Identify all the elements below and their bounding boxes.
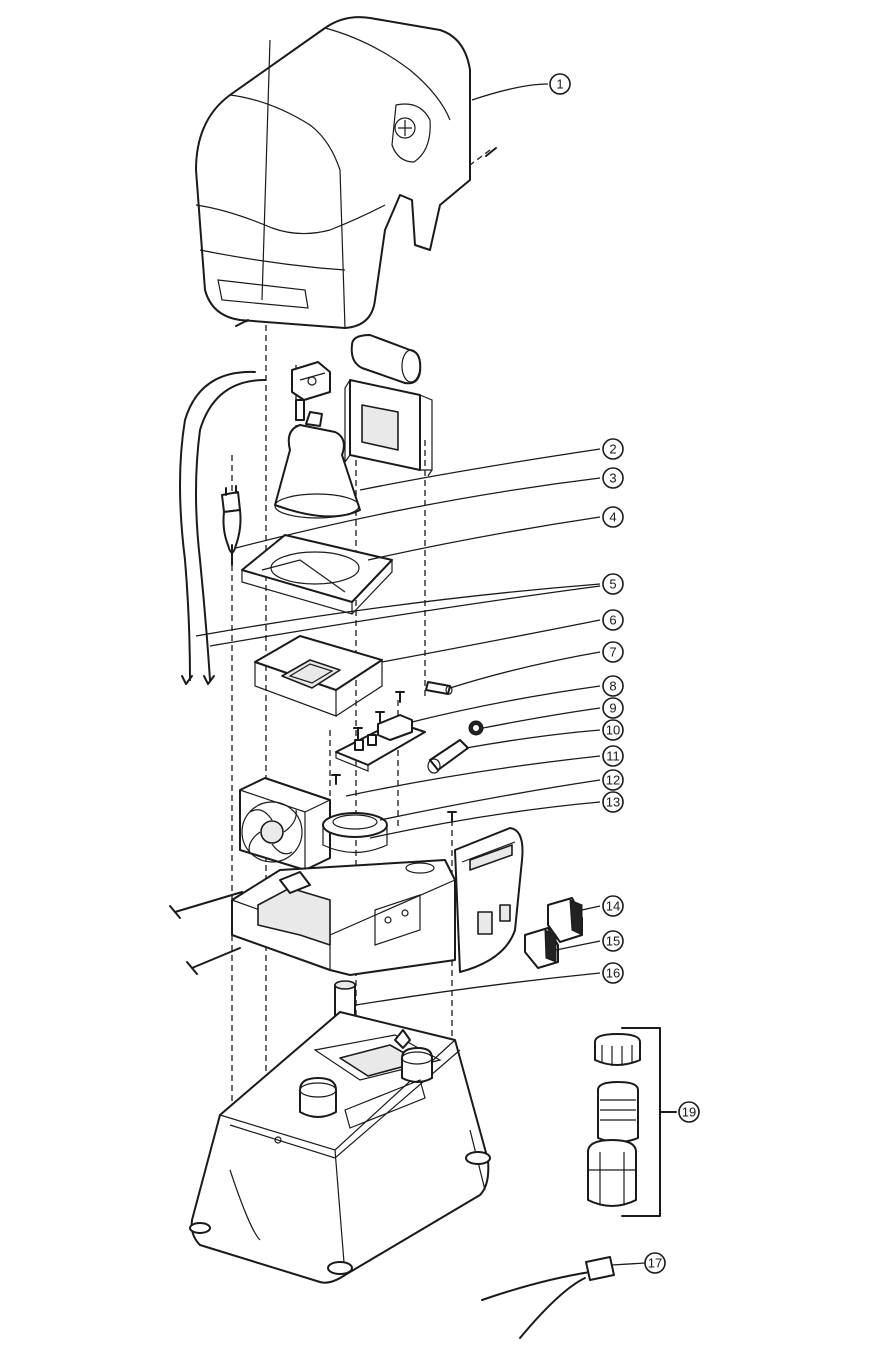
callout-16-label: 16 [606,966,620,981]
callout-1: 1 [549,73,571,95]
power-cable [179,370,266,685]
callout-17-label: 17 [648,1256,662,1271]
fuse-cap [468,720,484,736]
fuse-holder [427,739,469,774]
lamp-bulb [221,485,242,566]
fuse [425,681,453,695]
reflector [274,411,361,519]
callout-5-label: 5 [609,577,616,592]
lamp-holder-bracket [291,361,331,421]
callout-16: 16 [602,962,624,984]
callout-10: 10 [602,719,624,741]
side-panel [454,827,524,973]
callout-10-label: 10 [606,723,620,738]
callout-4-label: 4 [609,510,616,525]
cable-gland-set [587,1033,641,1207]
motor-ring [322,812,388,854]
circuit-board [335,714,426,772]
switch-upper [547,897,583,943]
base-housing [189,1011,491,1284]
callout-11: 11 [602,745,624,767]
capacitor [350,334,422,385]
top-cover [195,16,471,329]
callout-3: 3 [602,467,624,489]
chassis-tray [231,859,456,976]
callout-11-label: 11 [606,749,620,764]
callout-13-label: 13 [606,795,620,810]
callout-19: 19 [678,1101,700,1123]
board-screws [331,691,457,823]
transformer [339,379,433,477]
callout-9-label: 9 [609,701,616,716]
callout-14-label: 14 [606,899,620,914]
callout-12: 12 [602,769,624,791]
long-screws [169,891,243,975]
callout-4: 4 [602,506,624,528]
gland-bracket [621,1027,677,1217]
callout-12-label: 12 [606,773,620,788]
cooling-fan [239,777,331,871]
callout-8: 8 [602,675,624,697]
callout-9: 9 [602,697,624,719]
connector-lead [481,1256,615,1339]
callout-8-label: 8 [609,679,616,694]
callout-19-label: 19 [682,1105,696,1120]
callout-2: 2 [602,438,624,460]
callout-17: 17 [644,1252,666,1274]
callout-7-label: 7 [609,645,616,660]
callout-14: 14 [602,895,624,917]
cover-screw [235,147,497,327]
callout-15: 15 [602,930,624,952]
filter-tray [254,635,383,717]
callout-1-label: 1 [556,77,563,92]
callout-13: 13 [602,791,624,813]
lens-frame [241,534,393,615]
callout-6: 6 [602,609,624,631]
switch-lower [524,927,559,969]
callout-5: 5 [602,573,624,595]
callout-2-label: 2 [609,442,616,457]
callout-15-label: 15 [606,934,620,949]
leader-lines [195,83,646,1266]
callout-7: 7 [602,641,624,663]
callout-6-label: 6 [609,613,616,628]
callout-3-label: 3 [609,471,616,486]
